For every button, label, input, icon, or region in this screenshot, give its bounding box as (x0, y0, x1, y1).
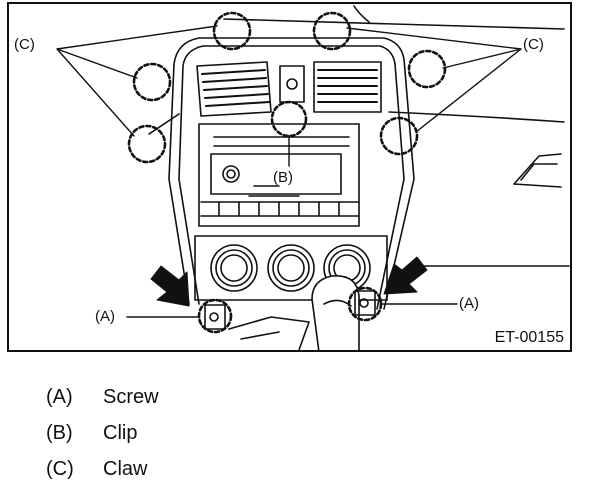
callout-screw-right: (A) (459, 295, 479, 312)
diagram-frame: (C) (C) (B) (A) (A) ET-00155 (7, 2, 572, 352)
leader-lines (56, 25, 522, 318)
air-vent-left (196, 61, 272, 117)
screw-right (354, 290, 376, 316)
legend-item: (B) Clip (46, 421, 159, 457)
legend-item: (C) Claw (46, 457, 159, 493)
legend-label: Screw (103, 386, 159, 408)
air-vent-right (313, 61, 382, 113)
callout-screw-left: (A) (95, 308, 115, 325)
gear-shifter (228, 275, 360, 350)
screw-left (204, 304, 226, 330)
claw-markers (127, 11, 447, 164)
callout-claw-right: (C) (523, 36, 544, 53)
dashboard-illustration (56, 5, 570, 350)
climate-knobs (194, 235, 388, 301)
legend-key: (A) (46, 386, 73, 408)
dashboard-background (148, 5, 570, 267)
figure-id: ET-00155 (494, 329, 564, 346)
hazard-switch (279, 65, 305, 103)
legend-item: (A) Screw (46, 385, 159, 421)
arrow-right-icon (383, 256, 428, 295)
legend-label: Clip (103, 422, 138, 444)
callout-clip: (B) (273, 169, 293, 186)
arrow-left-icon (150, 265, 190, 307)
clip-marker (270, 100, 308, 138)
legend: (A) Screw (B) Clip (C) Claw (46, 385, 159, 493)
legend-key: (B) (46, 422, 73, 444)
legend-key: (C) (46, 458, 74, 480)
audio-unit (198, 123, 360, 227)
legend-label: Claw (103, 458, 148, 480)
callout-claw-left: (C) (14, 36, 35, 53)
